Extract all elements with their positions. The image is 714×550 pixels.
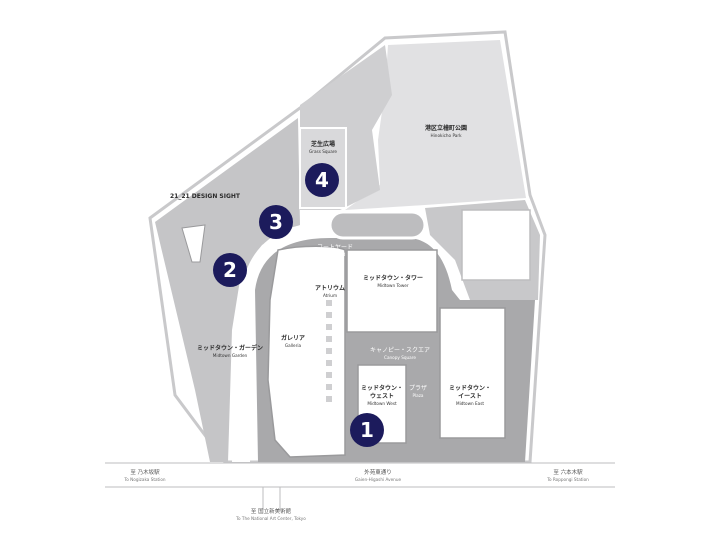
roppongi-label-en: To Roppongi Station	[546, 477, 589, 482]
nogizaka-label-en: To Nogizaka Station	[123, 477, 166, 482]
west-label-en: Midtown West	[367, 401, 397, 406]
roppongi-label-jp: 至 六本木駅	[553, 468, 583, 476]
galleria-label-jp: ガレリア	[281, 334, 305, 342]
building-small-east	[461, 209, 531, 281]
nact-label-en: To The National Art Center, Tokyo	[235, 516, 306, 521]
building-design-sight	[181, 224, 206, 263]
canopy-label-jp: キャノピー・スクエア	[370, 347, 430, 354]
atrium-label-en: Atrium	[323, 293, 337, 298]
west-label-jp1: ミッドタウン・	[361, 384, 403, 392]
east-label-jp2: イースト	[458, 393, 482, 400]
courtyard-label-en: Courtyard	[325, 252, 346, 257]
tower-label-en: Midtown Tower	[377, 283, 408, 288]
west-label-jp2: ウェスト	[370, 392, 394, 400]
park-label-en: Hinokicho Park	[430, 133, 462, 138]
canopy-label-en: Canopy Square	[384, 355, 416, 360]
building-east	[439, 307, 506, 439]
garden-label-en: Midtown Garden	[213, 353, 248, 358]
park-label-jp: 港区立檜町公園	[425, 124, 467, 132]
east-label-jp1: ミッドタウン・	[449, 384, 491, 392]
nogizaka-label-jp: 至 乃木坂駅	[130, 468, 160, 476]
atrium-label-jp: アトリウム	[315, 284, 345, 292]
marker-1-number: 1	[360, 418, 374, 442]
grass-label-en: Grass Square	[309, 149, 337, 154]
building-galleria	[267, 245, 346, 458]
design-sight-label: 21_21 DESIGN SIGHT	[170, 193, 241, 200]
marker-1[interactable]: 1	[350, 413, 384, 447]
marker-4-number: 4	[315, 168, 329, 192]
courtyard-label-jp: コートヤード	[317, 244, 353, 251]
site-outline	[148, 30, 547, 464]
plaza-label-en: Plaza	[412, 393, 423, 398]
avenue-label-en: Gaien-Higashi Avenue	[355, 477, 402, 482]
marker-2-number: 2	[223, 258, 237, 282]
marker-4[interactable]: 4	[305, 163, 339, 197]
courtyard-oval	[328, 210, 427, 240]
galleria-skylight	[326, 300, 332, 402]
garden-area	[155, 118, 300, 462]
tower-label-jp: ミッドタウン・タワー	[363, 274, 423, 282]
marker-3-number: 3	[269, 210, 283, 234]
east-label-en: Midtown East	[456, 401, 484, 406]
plaza-label-jp: プラザ	[409, 385, 427, 392]
building-tower	[346, 249, 438, 333]
marker-2[interactable]: 2	[213, 253, 247, 287]
garden-label-jp: ミッドタウン・ガーデン	[197, 344, 263, 352]
grass-label-jp: 芝生広場	[311, 140, 335, 148]
nact-label-jp: 至 国立新美術館	[251, 507, 292, 515]
marker-3[interactable]: 3	[259, 205, 293, 239]
galleria-label-en: Galleria	[285, 343, 302, 348]
avenue-label-jp: 外苑東通り	[364, 468, 392, 476]
